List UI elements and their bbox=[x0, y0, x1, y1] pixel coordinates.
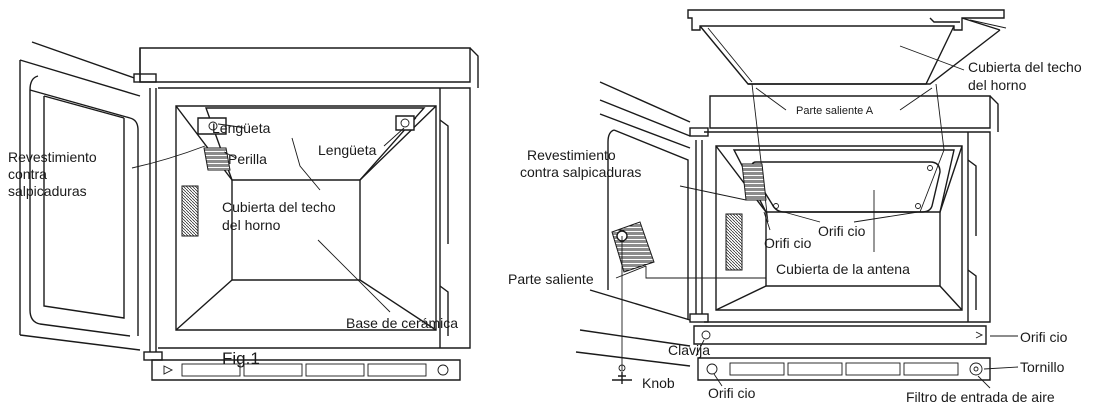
fig2-label-cubierta-techo-2: del horno bbox=[968, 77, 1027, 93]
fig2-hinge-column bbox=[695, 140, 703, 314]
fig1-label-revestimiento-3: salpicaduras bbox=[8, 183, 87, 199]
fig2-label-orificio-left: Orifi cio bbox=[764, 235, 812, 251]
fig1-upper-hinge bbox=[133, 73, 157, 83]
fig1-label-cubierta-1: Cubierta del techo bbox=[222, 199, 336, 215]
fig2-label-tornillo: Tornillo bbox=[1020, 359, 1065, 375]
fig1-splatter-cover bbox=[197, 115, 415, 171]
fig2-label-orificio-center: Orifi cio bbox=[818, 223, 866, 239]
fig2-label-cubierta-techo-1: Cubierta del techo bbox=[968, 59, 1082, 75]
fig2-air-filter bbox=[697, 357, 991, 381]
fig2-oven-top bbox=[709, 95, 999, 132]
fig2-label-revestimiento-2: contra salpicaduras bbox=[520, 164, 641, 180]
fig1-label-revestimiento-2: contra bbox=[8, 166, 47, 182]
fig1-hinge-column bbox=[149, 88, 157, 352]
fig1-drawing bbox=[19, 41, 479, 381]
fig2-guide-right bbox=[919, 83, 945, 213]
fig2-label-clavija: Clavija bbox=[668, 342, 710, 358]
fig1-oven-top bbox=[139, 47, 479, 88]
fig1-label-lengueta-left: Lengüeta bbox=[212, 120, 271, 136]
fig2-label-cubierta-antena: Cubierta de la antena bbox=[776, 261, 910, 277]
fig2-label-knob: Knob bbox=[642, 375, 675, 391]
fig1-label-cubierta-2: del horno bbox=[222, 217, 281, 233]
figure-label: Fig.1 bbox=[222, 349, 260, 368]
fig1-lower-hinge bbox=[143, 351, 163, 361]
fig1-label-perilla: Perilla bbox=[228, 151, 267, 167]
fig2-drawing bbox=[575, 9, 1019, 389]
fig2-label-parte-saliente: Parte saliente bbox=[508, 271, 594, 287]
fig2-ceiling-cover bbox=[687, 9, 1007, 85]
fig2-leaders bbox=[615, 45, 1019, 389]
fig1-door bbox=[19, 41, 141, 351]
fig2-oven-body bbox=[693, 131, 991, 345]
fig2-label-orificio-right: Orifi cio bbox=[1020, 329, 1068, 345]
fig1-oven-body bbox=[151, 87, 471, 381]
fig2-label-revestimiento-1: Revestimiento bbox=[527, 147, 616, 163]
fig2-label-filtro: Filtro de entrada de aire bbox=[906, 389, 1055, 404]
fig1-label-revestimiento-1: Revestimiento bbox=[8, 149, 97, 165]
fig1-label-base: Base de cerámica bbox=[346, 315, 458, 331]
fig2-splatter-cover-detached bbox=[611, 221, 655, 384]
fig1-leaders bbox=[131, 123, 405, 313]
fig1-label-lengueta-right: Lengüeta bbox=[318, 142, 377, 158]
fig2-label-parte-saliente-a: Parte saliente A bbox=[796, 105, 874, 117]
fig2-label-orificio-bottom: Orifi cio bbox=[708, 385, 756, 401]
fig2-lower-hinge bbox=[689, 313, 709, 323]
fig2-door bbox=[575, 81, 691, 367]
